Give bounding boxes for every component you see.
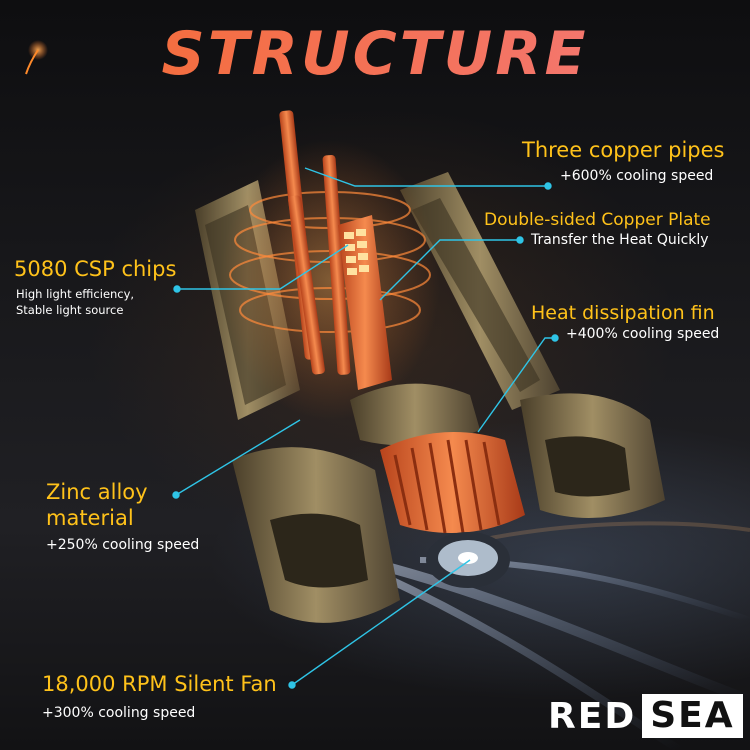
callout-leader-lines [172, 167, 559, 689]
csp-chips-sub-2: Stable light source [16, 303, 124, 317]
copper-plate-sub: Transfer the Heat Quickly [531, 232, 709, 248]
fan-sub: +300% cooling speed [42, 705, 196, 721]
heat-sink-fin [380, 432, 525, 534]
copper-plate-title: Double-sided Copper Plate [484, 210, 711, 230]
leader-copper-plate [379, 236, 524, 301]
zinc-alloy-title-line-2: material [46, 506, 134, 530]
leader-heat-fin [477, 334, 559, 433]
leader-copper-pipes [304, 167, 552, 190]
brand-logo-part-1: RED [548, 695, 637, 737]
fan-title: 18,000 RPM Silent Fan [42, 672, 277, 696]
fan [426, 532, 510, 588]
copper-plate [338, 215, 392, 390]
heat-fin-title: Heat dissipation fin [531, 302, 715, 324]
copper-pipes-title: Three copper pipes [522, 138, 725, 162]
leader-fan [288, 559, 471, 689]
page-title: STRUCTURE [0, 18, 750, 90]
spark-decoration [25, 40, 48, 75]
csp-chips-sub-1: High light efficiency, [16, 287, 135, 301]
brand-logo-part-2: SEA [642, 694, 743, 738]
leader-zinc-alloy [172, 419, 301, 499]
copper-pipes [279, 110, 351, 375]
heat-fin-sub: +400% cooling speed [566, 326, 720, 342]
leader-csp-chips [173, 244, 349, 293]
csp-chips-title: 5080 CSP chips [14, 257, 177, 281]
zinc-alloy-sub: +250% cooling speed [46, 537, 200, 553]
brand-logo: RED SEA [546, 694, 743, 738]
right-zinc-housing [400, 172, 665, 518]
copper-pipes-sub: +600% cooling speed [560, 168, 714, 184]
zinc-alloy-title-line-1: Zinc alloy [46, 480, 148, 504]
